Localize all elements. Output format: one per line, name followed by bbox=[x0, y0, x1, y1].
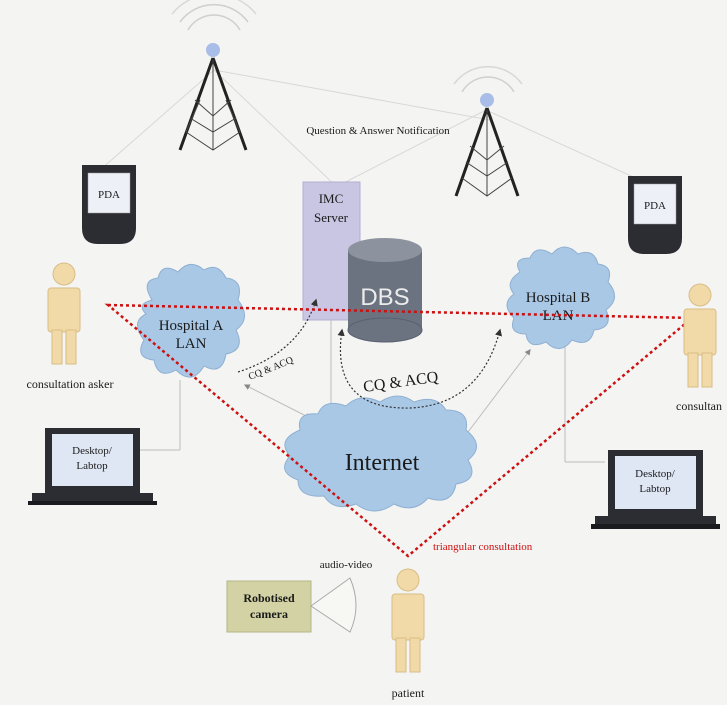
person-asker-icon bbox=[47, 262, 81, 365]
triangular-consultation-outline bbox=[104, 303, 696, 558]
hospital-a-label-line2: LAN bbox=[176, 336, 207, 352]
database-label: DBS bbox=[360, 284, 409, 311]
asker-label: consultation asker bbox=[27, 377, 114, 391]
cq-acq-large-label: CQ & ACQ bbox=[362, 369, 440, 396]
triangular-label: triangular consultation bbox=[433, 541, 533, 553]
hospital-a-label-line1: Hospital A bbox=[159, 318, 224, 334]
antenna-tower-left-icon bbox=[171, 0, 257, 151]
antenna-tower-right-icon bbox=[453, 65, 523, 197]
desktop-left-label-line1: Desktop/ bbox=[72, 445, 113, 457]
wired-links bbox=[140, 320, 605, 463]
laptop-left-icon: Desktop/ Labtop bbox=[28, 428, 157, 505]
wireless-links bbox=[99, 69, 641, 191]
server-label-line1: IMC bbox=[319, 191, 344, 206]
person-consultant-icon bbox=[683, 283, 717, 388]
cq-acq-small-label: CQ & ACQ bbox=[247, 355, 296, 383]
pda-left-label: PDA bbox=[98, 189, 120, 201]
hospital-b-label-line1: Hospital B bbox=[526, 290, 591, 306]
pda-left-icon: PDA bbox=[82, 165, 136, 244]
notification-label: Question & Answer Notification bbox=[306, 125, 450, 137]
desktop-right-label-line2: Labtop bbox=[639, 483, 671, 495]
pda-right-label: PDA bbox=[644, 200, 666, 212]
audio-video-label: audio-video bbox=[320, 559, 373, 571]
laptop-right-icon: Desktop/ Labtop bbox=[591, 450, 720, 529]
camera-label-line1: Robotised bbox=[243, 591, 295, 605]
camera-label-line2: camera bbox=[250, 607, 288, 621]
person-patient-icon bbox=[391, 568, 425, 673]
robotised-camera-icon: Robotised camera bbox=[226, 577, 357, 633]
cq-acq-arrows bbox=[237, 298, 502, 409]
database-icon: DBS bbox=[347, 238, 423, 343]
internet-label: Internet bbox=[345, 450, 420, 476]
server-label-line2: Server bbox=[314, 210, 349, 225]
consultant-label: consultan bbox=[676, 399, 722, 413]
hospital-b-cloud: Hospital B LAN bbox=[506, 246, 615, 349]
desktop-left-label-line2: Labtop bbox=[76, 460, 108, 472]
hospital-a-cloud: Hospital A LAN bbox=[137, 264, 245, 378]
internet-cloud: Internet bbox=[284, 395, 477, 512]
pda-right-icon: PDA bbox=[628, 176, 682, 254]
desktop-right-label-line1: Desktop/ bbox=[635, 468, 676, 480]
patient-label: patient bbox=[392, 686, 425, 700]
